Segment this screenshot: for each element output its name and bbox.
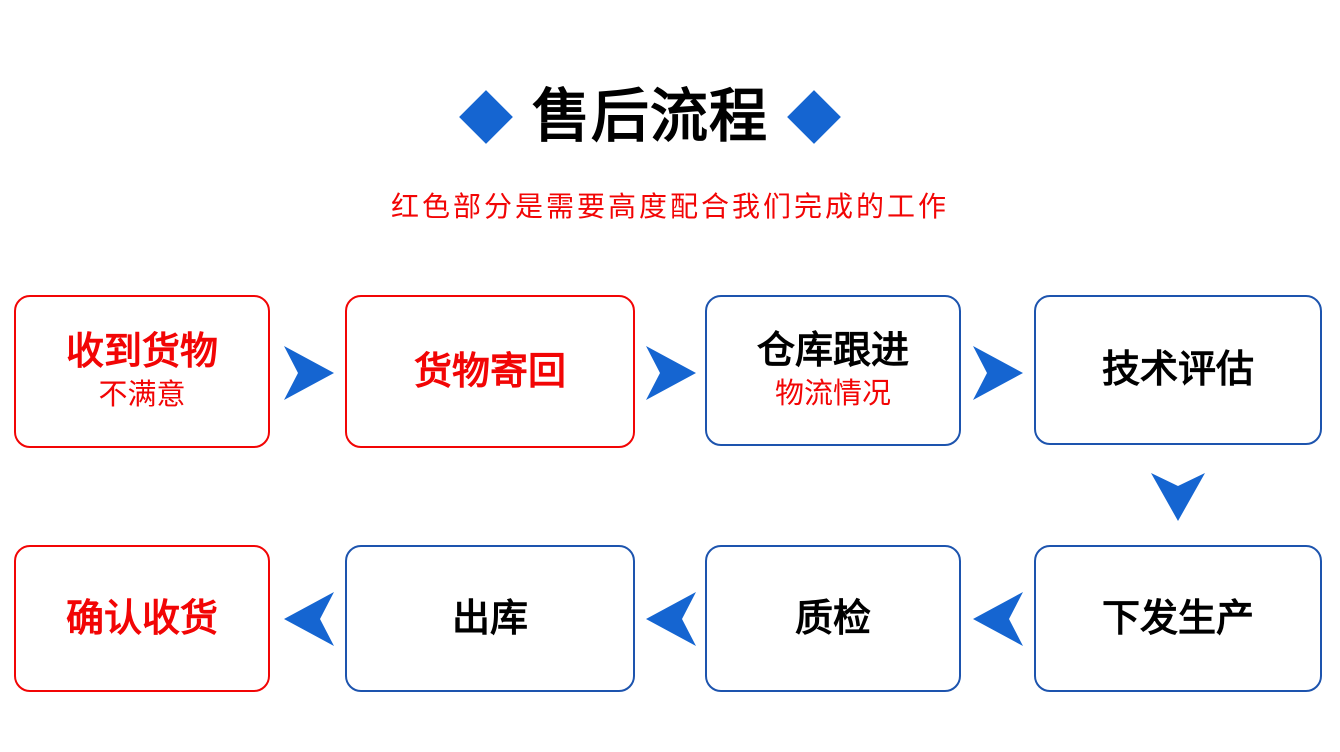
flow-step-title: 技术评估 [1101,349,1254,391]
arrow-down-icon [1151,473,1205,521]
page-title: 售后流程 [531,84,768,149]
flow-step-issue-to-production: 下发生产 [1034,545,1322,692]
flow-step-title: 质检 [794,597,871,640]
arrow-right-icon [284,346,334,400]
flow-step-subtitle: 不满意 [98,379,186,411]
flow-step-title: 出库 [451,597,528,640]
flow-step-receive-goods: 收到货物 不满意 [14,295,270,448]
flow-step-technical-evaluation: 技术评估 [1034,295,1322,445]
flow-step-title: 收到货物 [65,331,218,373]
flow-step-title: 仓库跟进 [756,330,909,372]
diamond-icon [787,90,841,144]
arrow-left-icon [973,592,1023,646]
flow-step-confirm-receipt: 确认收货 [14,545,270,692]
flow-step-title: 货物寄回 [413,350,566,393]
flow-step-quality-inspection: 质检 [705,545,961,692]
page-title-row: 售后流程 [0,88,1320,146]
arrow-left-icon [646,592,696,646]
arrow-left-icon [284,592,334,646]
flow-step-subtitle: 物流情况 [774,378,891,410]
flow-step-return-goods: 货物寄回 [345,295,635,448]
flow-step-title: 确认收货 [65,597,218,640]
arrow-right-icon [646,346,696,400]
page-subtitle: 红色部分是需要高度配合我们完成的工作 [390,191,949,222]
diamond-icon [459,90,513,144]
flow-step-title: 下发生产 [1101,597,1254,640]
arrow-right-icon [973,346,1023,400]
flow-step-warehouse-follow-up: 仓库跟进 物流情况 [705,295,961,446]
flow-step-out-of-warehouse: 出库 [345,545,635,692]
